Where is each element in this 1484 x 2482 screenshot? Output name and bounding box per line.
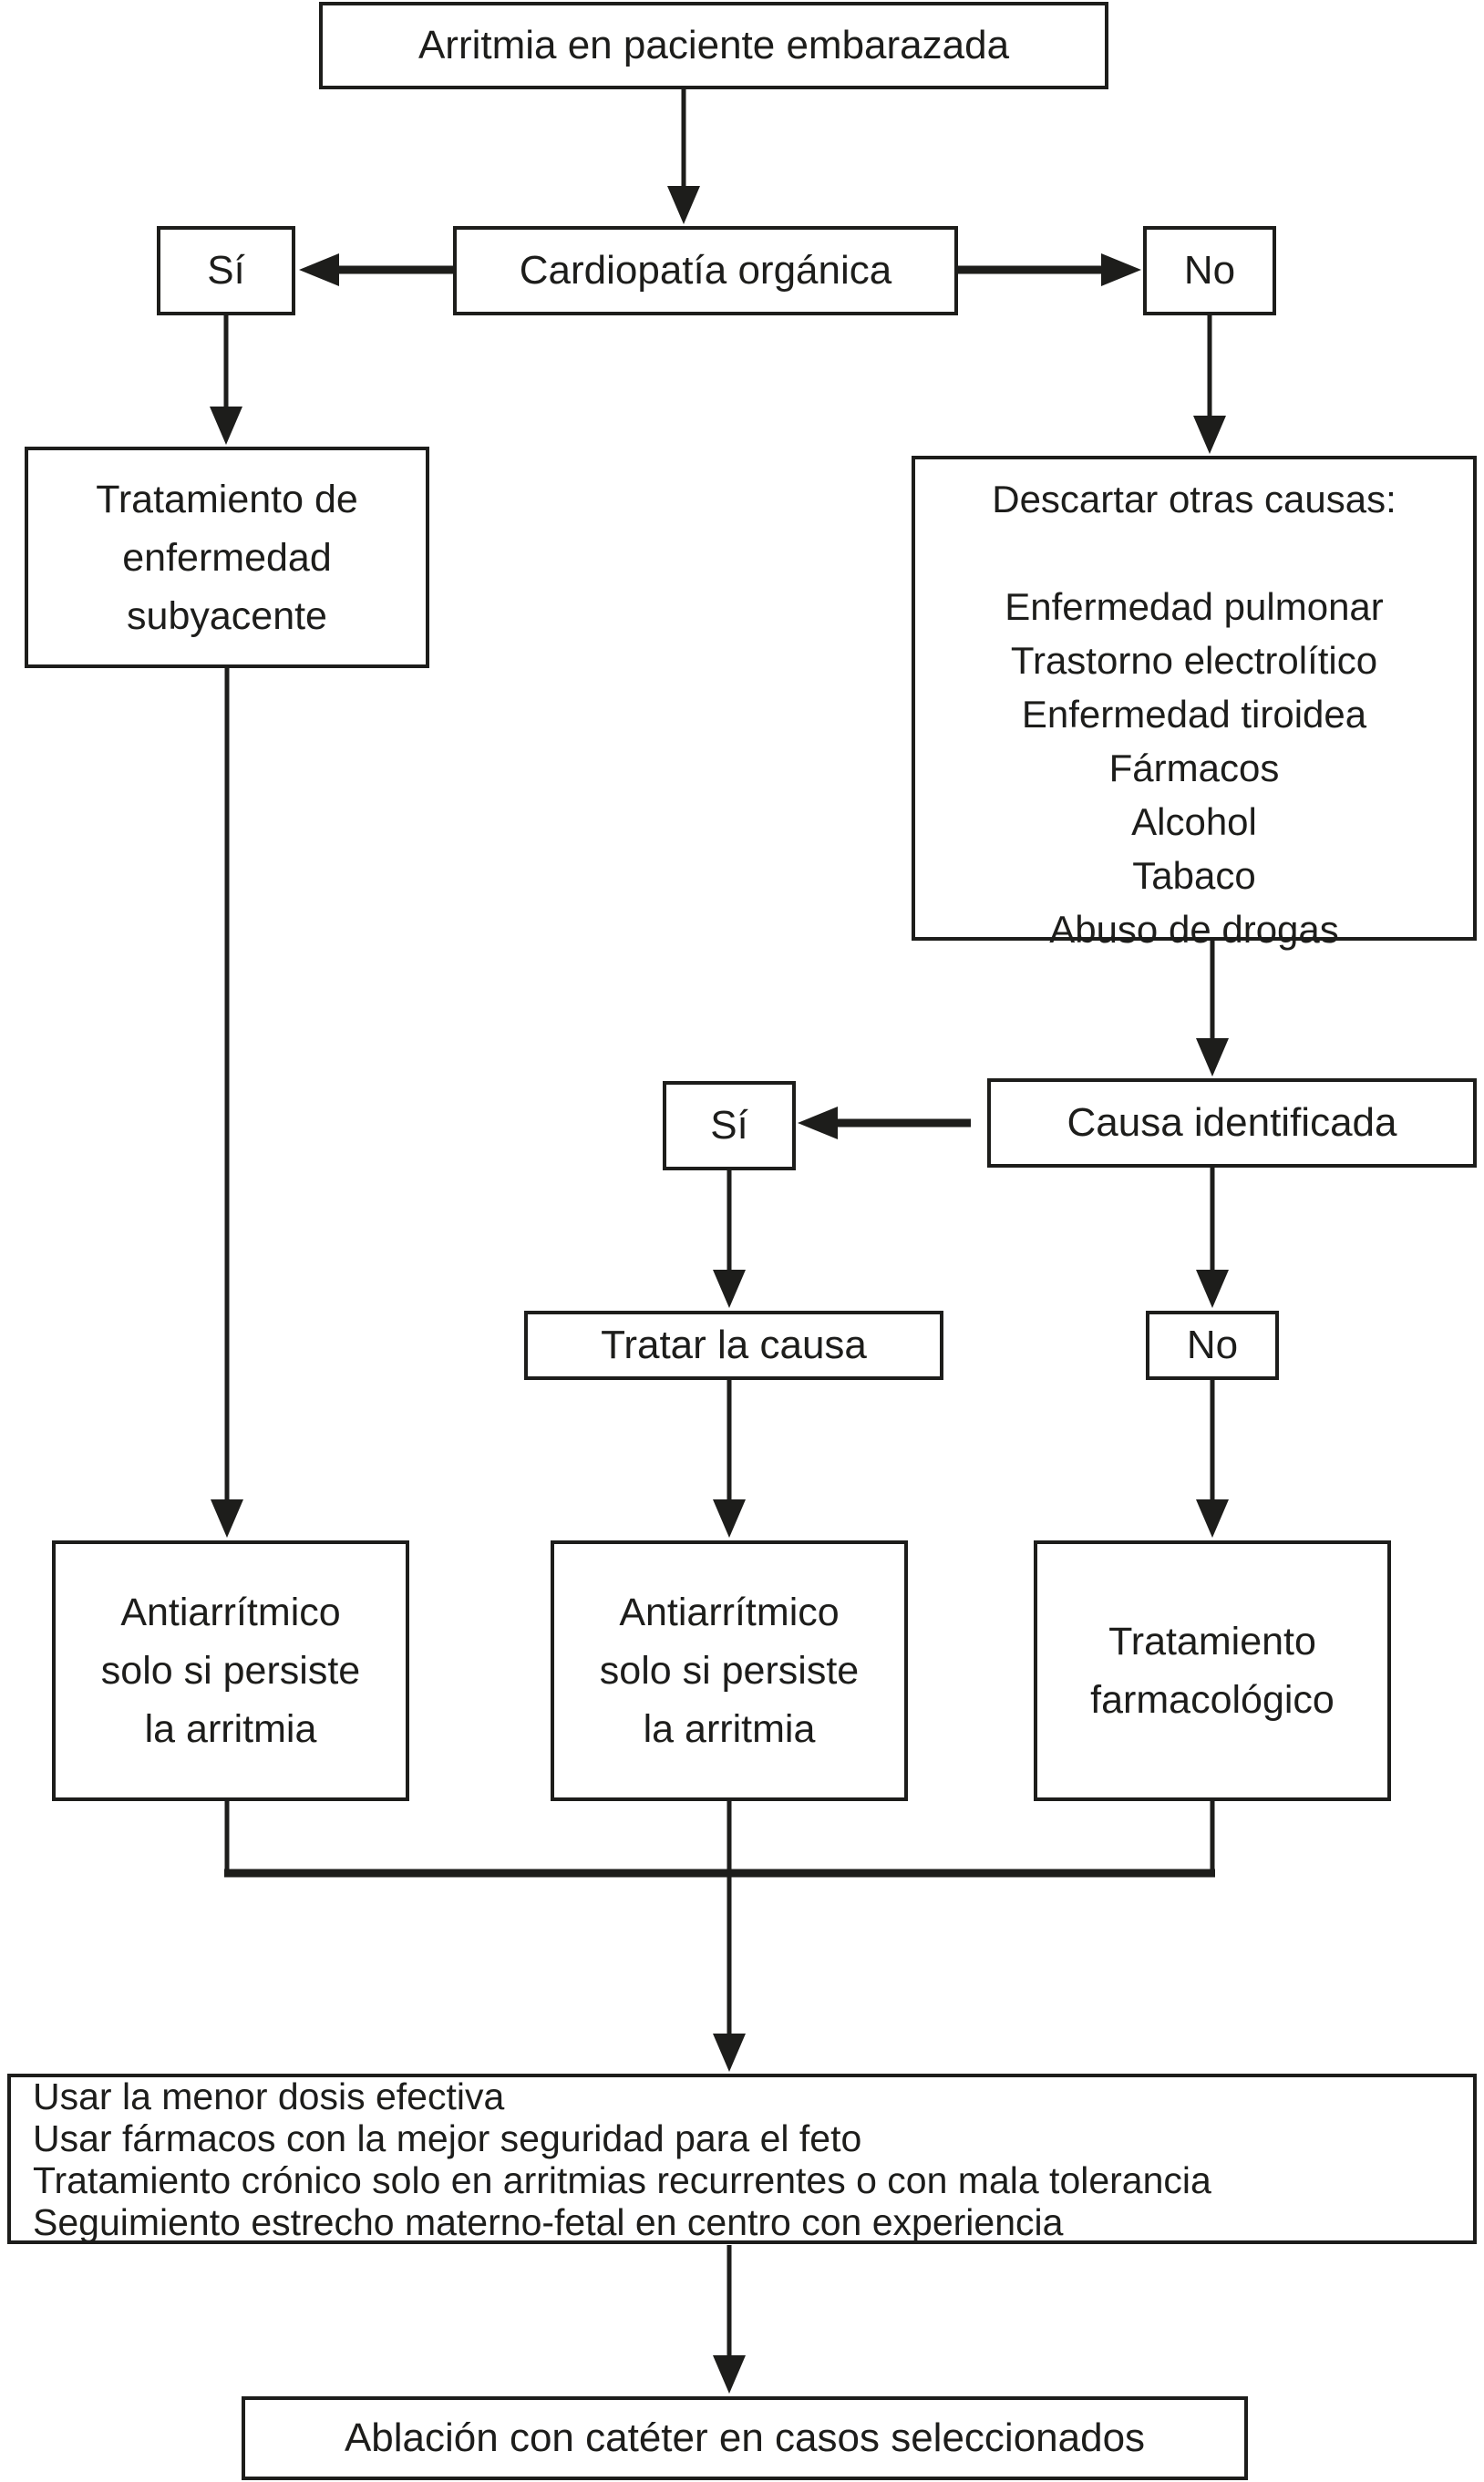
arrow-tratamiento-to-antiarritmico (211, 668, 243, 1538)
arrow-descartar-to-causa (1196, 941, 1229, 1076)
node-tratamiento-enfermedad: Tratamiento de enfermedad subyacente (25, 447, 429, 668)
node-tratamiento-farmacologico-line: Tratamiento (1108, 1620, 1316, 1663)
node-arritmia-label: Arritmia en paciente embarazada (417, 23, 1010, 68)
node-tratar-causa: Tratar la causa (524, 1311, 943, 1380)
node-tratamiento-enfermedad-line: enfermedad (122, 535, 332, 580)
node-cardiopatia: Cardiopatía orgánica (453, 226, 958, 315)
node-tratamiento-enfermedad-line: Tratamiento de (96, 477, 358, 521)
node-tratamiento-farmacologico-line: farmacológico (1090, 1678, 1335, 1722)
node-antiarritmico-centro-line: la arritmia (643, 1707, 816, 1751)
arrow-no-to-farmacologico (1196, 1380, 1229, 1538)
merge-connector (224, 1801, 1215, 1878)
node-no-cardiopatia: No (1143, 226, 1276, 315)
node-no-cardiopatia-label: No (1183, 248, 1236, 294)
recomendaciones-line: Usar la menor dosis efectiva (33, 2075, 505, 2117)
arrow-cardiopatia-to-si (299, 253, 453, 286)
node-antiarritmico-centro-line: solo si persiste (599, 1649, 860, 1693)
node-si-cardiopatia-label: Sí (207, 248, 245, 294)
node-no-causa: No (1146, 1311, 1279, 1380)
node-antiarritmico-izquierda-line: la arritmia (144, 1707, 317, 1751)
descartar-item: Fármacos (1108, 747, 1280, 789)
node-antiarritmico-centro: Antiarrítmico solo si persiste la arritm… (551, 1540, 908, 1801)
node-tratamiento-enfermedad-line: subyacente (127, 593, 327, 638)
node-si-causa: Sí (663, 1081, 796, 1170)
node-ablacion: Ablación con catéter en casos selecciona… (242, 2396, 1248, 2480)
arrow-arritmia-to-cardiopatia (667, 89, 700, 224)
node-arritmia: Arritmia en paciente embarazada (319, 2, 1108, 89)
node-antiarritmico-izquierda-line: solo si persiste (100, 1649, 361, 1693)
node-si-cardiopatia: Sí (157, 226, 295, 315)
node-tratar-causa-label: Tratar la causa (601, 1323, 867, 1368)
descartar-item: Enfermedad pulmonar (1005, 585, 1384, 628)
node-ablacion-label: Ablación con catéter en casos selecciona… (344, 2415, 1146, 2461)
node-antiarritmico-izquierda-line: Antiarrítmico (120, 1591, 341, 1634)
node-antiarritmico-izquierda: Antiarrítmico solo si persiste la arritm… (52, 1540, 409, 1801)
arrow-recomendaciones-to-ablacion (713, 2245, 746, 2394)
node-si-causa-label: Sí (710, 1103, 748, 1148)
node-causa-identificada-label: Causa identificada (1067, 1100, 1397, 1146)
descartar-item: Tabaco (1132, 854, 1256, 897)
arrow-causa-to-si (798, 1107, 971, 1139)
descartar-item: Enfermedad tiroidea (1021, 693, 1367, 736)
descartar-item: Trastorno electrolítico (1010, 639, 1378, 682)
arrow-si-to-tratar (713, 1170, 746, 1308)
arrow-no-to-descartar (1193, 315, 1226, 454)
node-causa-identificada: Causa identificada (987, 1078, 1477, 1168)
arrow-si-to-tratamiento (210, 315, 242, 445)
descartar-item: Alcohol (1131, 800, 1257, 843)
recomendaciones-line: Seguimiento estrecho materno-fetal en ce… (33, 2200, 1064, 2243)
node-descartar-title: Descartar otras causas: (992, 478, 1396, 520)
node-recomendaciones: Usar la menor dosis efectiva Usar fármac… (7, 2074, 1477, 2244)
node-descartar-causas: Descartar otras causas: Enfermedad pulmo… (912, 456, 1477, 951)
node-no-causa-label: No (1186, 1323, 1239, 1368)
arrow-cardiopatia-to-no (957, 253, 1141, 286)
node-antiarritmico-centro-line: Antiarrítmico (619, 1591, 840, 1634)
node-tratamiento-farmacologico: Tratamiento farmacológico (1034, 1540, 1391, 1801)
descartar-item: Abuso de drogas (1049, 908, 1339, 951)
recomendaciones-line: Tratamiento crónico solo en arritmias re… (33, 2158, 1211, 2201)
arrow-causa-to-no (1196, 1168, 1229, 1308)
arrow-tratar-to-antiarritmico (713, 1380, 746, 1538)
recomendaciones-line: Usar fármacos con la mejor seguridad par… (33, 2116, 862, 2159)
arrow-merge-to-recomendaciones (713, 1801, 746, 2072)
node-cardiopatia-label: Cardiopatía orgánica (519, 248, 892, 294)
